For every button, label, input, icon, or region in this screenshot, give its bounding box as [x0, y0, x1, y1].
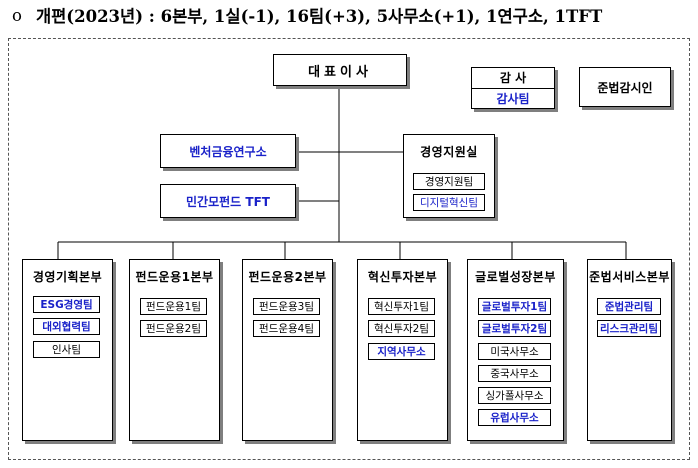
division-6-title: 준법서비스본부	[589, 269, 670, 284]
division-1-team-3: 인사팀	[33, 341, 100, 358]
audit-title: 감 사	[472, 68, 554, 89]
division-4-title: 혁신투자본부	[367, 269, 438, 284]
division-6-team-2: 리스크관리팀	[597, 320, 661, 337]
mgmt-office-title: 경영지원실	[420, 144, 478, 159]
division-1-team-2: 대외협력팀	[33, 318, 100, 335]
division-1-box: 경영기획본부 ESG경영팀 대외협력팀 인사팀	[22, 259, 113, 441]
compliance-officer-box: 준법감시인	[579, 67, 671, 107]
division-5-team-1: 글로벌투자1팀	[478, 298, 551, 315]
division-5-team-2: 글로벌투자2팀	[478, 320, 551, 337]
division-4-team-3: 지역사무소	[368, 343, 435, 360]
bullet-marker: o	[12, 5, 22, 25]
org-chart-frame	[8, 38, 690, 460]
audit-box: 감 사 감사팀	[471, 67, 555, 109]
division-2-team-2: 펀드운용2팀	[140, 320, 207, 337]
tft-box: 민간모펀드 TFT	[160, 184, 296, 218]
division-2-box: 펀드운용1본부 펀드운용1팀 펀드운용2팀	[129, 259, 220, 441]
division-1-title: 경영기획본부	[32, 269, 103, 284]
division-3-team-2: 펀드운용4팀	[253, 320, 320, 337]
division-3-team-1: 펀드운용3팀	[253, 298, 320, 315]
division-4-team-2: 혁신투자2팀	[368, 320, 435, 337]
division-1-team-1: ESG경영팀	[33, 296, 100, 313]
division-3-title: 펀드운용2본부	[248, 269, 327, 284]
division-2-title: 펀드운용1본부	[135, 269, 214, 284]
ceo-box: 대표이사	[273, 54, 407, 86]
division-6-box: 준법서비스본부 준법관리팀 리스크관리팀	[587, 259, 672, 441]
tft-label: 민간모펀드 TFT	[186, 194, 270, 209]
division-5-box: 글로벌성장본부 글로벌투자1팀 글로벌투자2팀 미국사무소 중국사무소 싱가폴사…	[467, 259, 564, 441]
division-4-team-1: 혁신투자1팀	[368, 298, 435, 315]
mgmt-office-box: 경영지원실 경영지원팀 디지털혁신팀	[403, 134, 495, 218]
division-5-team-5: 싱가폴사무소	[478, 387, 551, 404]
compliance-officer-label: 준법감시인	[597, 80, 653, 95]
audit-team: 감사팀	[496, 92, 530, 106]
division-4-box: 혁신투자본부 혁신투자1팀 혁신투자2팀 지역사무소	[357, 259, 448, 441]
division-2-team-1: 펀드운용1팀	[140, 298, 207, 315]
research-institute-label: 벤처금융연구소	[189, 144, 267, 159]
division-3-box: 펀드운용2본부 펀드운용3팀 펀드운용4팀	[242, 259, 333, 441]
division-5-team-3: 미국사무소	[478, 343, 551, 360]
division-5-team-4: 중국사무소	[478, 365, 551, 382]
headline-text: 개편(2023년) : 6본부, 1실(-1), 16팀(+3), 5사무소(+…	[35, 7, 603, 26]
headline: o 개편(2023년) : 6본부, 1실(-1), 16팀(+3), 5사무소…	[12, 2, 602, 28]
ceo-label: 대표이사	[308, 64, 372, 80]
research-institute-box: 벤처금융연구소	[160, 134, 296, 168]
division-5-title: 글로벌성장본부	[475, 269, 556, 284]
division-5-team-6: 유럽사무소	[478, 409, 551, 426]
mgmt-team-1: 경영지원팀	[413, 173, 485, 190]
division-6-team-1: 준법관리팀	[597, 298, 661, 315]
mgmt-team-2: 디지털혁신팀	[413, 194, 485, 211]
